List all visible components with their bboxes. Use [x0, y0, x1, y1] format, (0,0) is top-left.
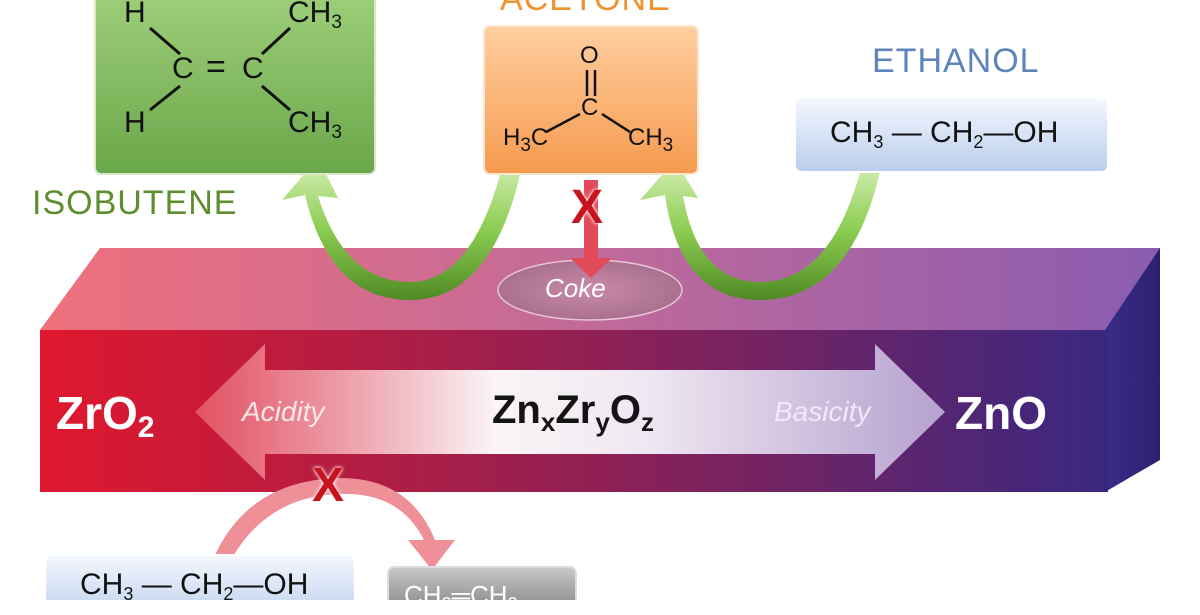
basicity-label: Basicity [774, 396, 871, 427]
ethanol-to-acetone-arrow [640, 160, 880, 300]
acidity-label: Acidity [242, 396, 325, 427]
acetone-bond [545, 112, 581, 134]
acetone-o: O [580, 42, 599, 69]
isobutene-ch3-bottom: CH3 [288, 106, 342, 143]
bottom-ethanol-formula: CH3 — CH2—OH [80, 568, 309, 604]
isobutene-box [94, 0, 376, 175]
acetone-to-coke-arrow [570, 180, 612, 278]
isobutene-h-bottom: H [124, 106, 146, 139]
isobutene-bond [149, 84, 181, 112]
zno-label: ZnO [955, 387, 1047, 439]
acetone-bond [601, 112, 631, 134]
ethylene-box [387, 566, 577, 600]
ethanol-formula: CH3 — CH2—OH [830, 116, 1059, 152]
ethanol-box [794, 97, 1109, 173]
isobutene-ch3-top: CH3 [288, 0, 342, 33]
acetone-h3c: H3C [503, 124, 549, 156]
acidity-basicity-arrow [195, 344, 945, 480]
isobutene-bond [149, 26, 181, 56]
isobutene-label: ISOBUTENE [32, 184, 238, 222]
isobutene-h-top: H [124, 0, 146, 29]
mixed-oxide-formula: ZnxZryOz [492, 388, 654, 437]
acetone-ch3: CH3 [628, 124, 674, 156]
acetone-label: ACETONE [500, 0, 671, 19]
blocked-coke-marker: X [571, 181, 604, 234]
acetone-box [483, 25, 699, 175]
blocked-dehydration-marker: X [312, 459, 345, 512]
ethylene-formula: CH2═CH2 [404, 580, 518, 614]
ethanol-to-isobutene-arrow [282, 158, 520, 300]
diagram-canvas [40, 0, 1160, 600]
isobutene-double-bond: = [206, 48, 226, 86]
bottom-ethanol-box [44, 554, 356, 600]
isobutene-bond [261, 84, 291, 112]
isobutene-bond [260, 26, 292, 56]
isobutene-c-left: C [172, 52, 194, 85]
zro2-label: ZrO2 [56, 387, 155, 444]
isobutene-c-right: C [242, 52, 264, 85]
coke-label: Coke [545, 273, 606, 303]
ethanol-label: ETHANOL [872, 42, 1040, 80]
ethanol-to-ethylene-arrow [215, 478, 455, 570]
acetone-c: C [581, 94, 599, 121]
